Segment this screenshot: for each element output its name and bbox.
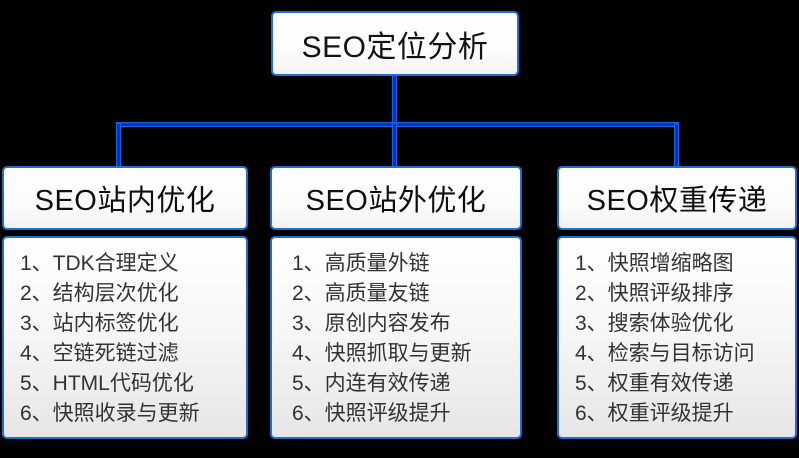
connector-drop-center-core [393,124,396,168]
branch-header-2[interactable]: SEO站外优化 [270,166,522,230]
list-item: 2、结构层次优化 [20,282,179,305]
branch-list-1: 1、TDK合理定义 2、结构层次优化 3、站内标签优化 4、空链死链过滤 5、H… [2,236,248,439]
branch-list-3: 1、快照增缩略图 2、快照评级排序 3、搜索体验优化 4、检索与目标访问 5、权… [557,236,797,439]
list-item: 4、空链死链过滤 [20,342,179,365]
list-item: 3、原创内容发布 [292,312,451,335]
list-item: 2、高质量友链 [292,282,430,305]
branch-header-label-1: SEO站内优化 [34,185,216,217]
branch-column-1: SEO站内优化 1、TDK合理定义 2、结构层次优化 3、站内标签优化 4、空链… [2,166,248,439]
list-item: 5、HTML代码优化 [20,372,194,395]
list-item: 1、高质量外链 [292,252,430,275]
connector-root-stem-core [393,74,396,126]
connector-horizontal-bus-core [117,123,678,126]
list-item: 3、站内标签优化 [20,312,179,335]
list-item: 3、搜索体验优化 [575,312,734,335]
list-item: 1、快照增缩略图 [575,252,734,275]
branch-column-3: SEO权重传递 1、快照增缩略图 2、快照评级排序 3、搜索体验优化 4、检索与… [557,166,797,439]
list-item: 2、快照评级排序 [575,282,734,305]
connector-drop-right-core [675,124,678,168]
list-item: 6、权重评级提升 [575,402,734,425]
branch-list-2: 1、高质量外链 2、高质量友链 3、原创内容发布 4、快照抓取与更新 5、内连有… [270,236,522,439]
branch-header-label-2: SEO站外优化 [305,185,487,217]
list-item: 6、快照评级提升 [292,402,451,425]
root-node[interactable]: SEO定位分析 [271,11,519,76]
list-item: 4、检索与目标访问 [575,342,755,365]
list-item: 5、权重有效传递 [575,372,734,395]
list-item: 6、快照收录与更新 [20,402,200,425]
list-item: 5、内连有效传递 [292,372,451,395]
list-item: 1、TDK合理定义 [20,252,179,275]
branch-header-label-3: SEO权重传递 [586,185,768,217]
branch-column-2: SEO站外优化 1、高质量外链 2、高质量友链 3、原创内容发布 4、快照抓取与… [270,166,522,439]
branch-header-3[interactable]: SEO权重传递 [557,166,797,230]
connector-drop-left-core [117,124,120,168]
list-item: 4、快照抓取与更新 [292,342,472,365]
root-node-label: SEO定位分析 [301,30,489,64]
branch-header-1[interactable]: SEO站内优化 [2,166,248,230]
